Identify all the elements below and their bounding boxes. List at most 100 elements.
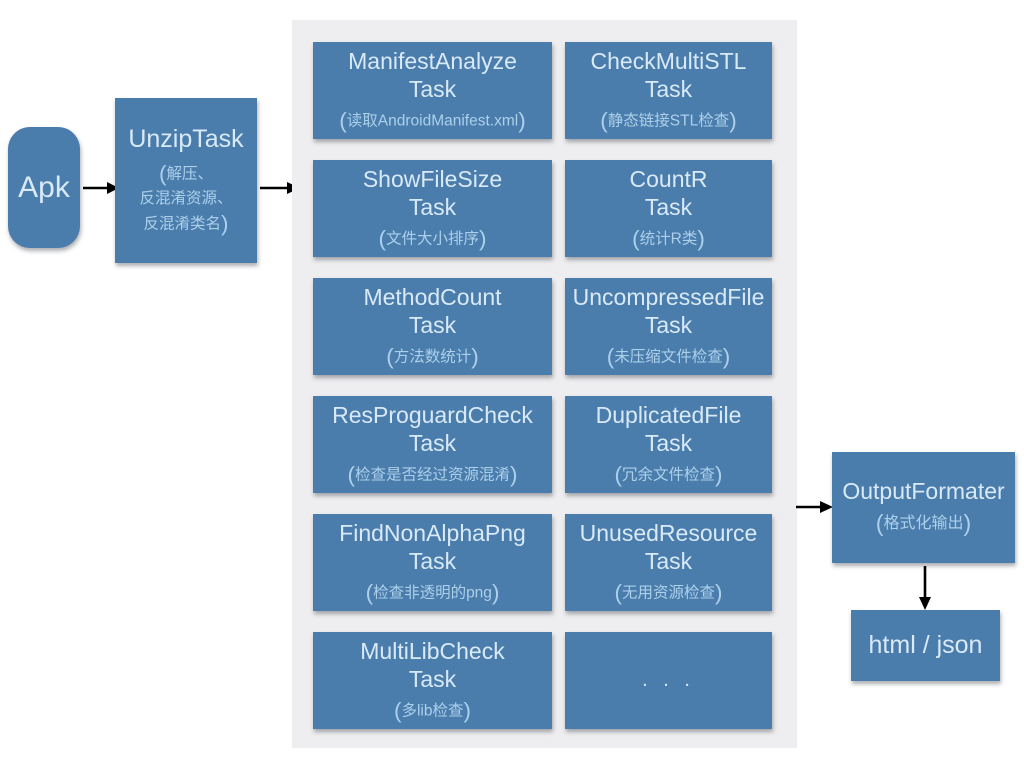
close-paren: ) bbox=[491, 580, 500, 605]
apk-node: Apk bbox=[8, 127, 80, 248]
task-subtitle: (检查非透明的png) bbox=[366, 580, 500, 606]
task-box-multilibcheck: MultiLibCheck Task (多lib检查) bbox=[313, 632, 552, 729]
task-word: Task bbox=[408, 666, 457, 692]
close-paren: ) bbox=[715, 462, 723, 487]
close-paren: ) bbox=[463, 698, 471, 723]
task-word: Task bbox=[644, 430, 693, 456]
open-paren: ( bbox=[600, 108, 608, 133]
output-formater-subtitle-text: 格式化输出 bbox=[883, 515, 964, 533]
arrow-apk-to-unzip-icon bbox=[83, 182, 119, 194]
open-paren: ( bbox=[394, 698, 402, 723]
open-paren: ( bbox=[614, 462, 622, 487]
task-subtitle: (检查是否经过资源混淆) bbox=[348, 462, 518, 488]
ellipsis-dots: . . . bbox=[642, 669, 695, 691]
task-subtitle: (无用资源检查) bbox=[615, 580, 723, 606]
open-paren: ( bbox=[632, 226, 640, 251]
task-subtitle: (未压缩文件检查) bbox=[607, 344, 730, 370]
task-subtitle-text: 冗余文件检查 bbox=[621, 466, 715, 484]
task-word: Task bbox=[644, 312, 693, 338]
close-paren: ) bbox=[221, 211, 229, 236]
result-node: html / json bbox=[851, 610, 1000, 681]
open-paren: ( bbox=[365, 580, 374, 605]
close-paren: ) bbox=[715, 580, 723, 605]
task-name: ResProguardCheck bbox=[332, 402, 533, 428]
task-subtitle-text: 检查非透明的png bbox=[373, 584, 492, 602]
task-name: CountR bbox=[629, 166, 708, 192]
task-subtitle: (方法数统计) bbox=[386, 344, 478, 370]
task-word: Task bbox=[408, 430, 457, 456]
task-subtitle-text: 检查是否经过资源混淆 bbox=[354, 466, 510, 484]
task-box-unusedresource: UnusedResource Task (无用资源检查) bbox=[565, 514, 772, 611]
task-box-manifestanalyze: ManifestAnalyze Task (读取AndroidManifest.… bbox=[313, 42, 552, 139]
close-paren: ) bbox=[963, 509, 972, 536]
task-name: DuplicatedFile bbox=[595, 402, 742, 428]
task-box-showfilesize: ShowFileSize Task (文件大小排序) bbox=[313, 160, 552, 257]
open-paren: ( bbox=[159, 160, 167, 186]
task-subtitle: (冗余文件检查) bbox=[615, 462, 723, 488]
unzip-sub-text-1: 解压、 bbox=[166, 165, 213, 182]
close-paren: ) bbox=[471, 344, 479, 369]
task-name: ManifestAnalyze bbox=[348, 48, 517, 74]
arrow-panel-to-output-icon bbox=[796, 501, 833, 513]
task-panel: ManifestAnalyze Task (读取AndroidManifest.… bbox=[292, 20, 797, 748]
task-word: Task bbox=[408, 76, 457, 102]
task-subtitle: (统计R类) bbox=[632, 226, 705, 252]
open-paren: ( bbox=[875, 509, 884, 536]
task-name: MethodCount bbox=[363, 284, 502, 310]
task-subtitle: (读取AndroidManifest.xml) bbox=[339, 108, 525, 134]
task-name: MultiLibCheck bbox=[360, 638, 505, 664]
unzip-sub-line-3: 反混淆类名) bbox=[144, 211, 229, 236]
close-paren: ) bbox=[697, 226, 705, 251]
task-subtitle-text: 统计R类 bbox=[639, 230, 698, 248]
task-box-resproguardcheck: ResProguardCheck Task (检查是否经过资源混淆) bbox=[313, 396, 552, 493]
close-paren: ) bbox=[518, 108, 526, 133]
close-paren: ) bbox=[729, 108, 737, 133]
unzip-sub-text-3: 反混淆类名 bbox=[143, 215, 222, 233]
task-word: Task bbox=[408, 548, 457, 574]
unzip-task-node: UnzipTask (解压、 反混淆资源、 反混淆类名) bbox=[115, 98, 257, 263]
output-formater-node: OutputFormater (格式化输出) bbox=[832, 452, 1015, 563]
task-subtitle-text: 文件大小排序 bbox=[385, 230, 479, 248]
result-label: html / json bbox=[868, 631, 983, 659]
output-formater-title: OutputFormater bbox=[842, 478, 1005, 505]
task-word: Task bbox=[644, 76, 693, 102]
unzip-sub-text-2: 反混淆资源、 bbox=[139, 190, 233, 207]
task-subtitle-text: 读取AndroidManifest.xml bbox=[346, 112, 519, 130]
open-paren: ( bbox=[606, 344, 615, 369]
task-subtitle-text: 方法数统计 bbox=[393, 348, 472, 366]
open-paren: ( bbox=[347, 462, 355, 487]
task-word: Task bbox=[408, 312, 457, 338]
task-subtitle-text: 静态链接STL检查 bbox=[607, 112, 730, 130]
task-subtitle: (多lib检查) bbox=[394, 698, 471, 724]
task-box-uncompressedfile: UncompressedFile Task (未压缩文件检查) bbox=[565, 278, 772, 375]
open-paren: ( bbox=[386, 344, 394, 369]
task-name: CheckMultiSTL bbox=[590, 48, 747, 74]
task-box-countr: CountR Task (统计R类) bbox=[565, 160, 772, 257]
unzip-task-title: UnzipTask bbox=[128, 124, 244, 153]
task-subtitle-text: 无用资源检查 bbox=[621, 584, 715, 602]
unzip-sub-line-2: 反混淆资源、 bbox=[139, 186, 232, 211]
task-subtitle: (文件大小排序) bbox=[379, 226, 487, 252]
close-paren: ) bbox=[722, 344, 731, 369]
task-name: UncompressedFile bbox=[572, 284, 765, 310]
task-box-ellipsis: . . . bbox=[565, 632, 772, 729]
task-subtitle-text: 多lib检查 bbox=[401, 702, 464, 720]
task-name: ShowFileSize bbox=[362, 166, 503, 192]
task-box-duplicatedfile: DuplicatedFile Task (冗余文件检查) bbox=[565, 396, 772, 493]
task-name: FindNonAlphaPng bbox=[339, 520, 526, 546]
task-box-findnonalphapng: FindNonAlphaPng Task (检查非透明的png) bbox=[313, 514, 552, 611]
open-paren: ( bbox=[378, 226, 386, 251]
task-box-methodcount: MethodCount Task (方法数统计) bbox=[313, 278, 552, 375]
arrow-output-to-result-icon bbox=[919, 566, 931, 610]
task-subtitle-text: 未压缩文件检查 bbox=[614, 348, 723, 366]
task-word: Task bbox=[644, 548, 693, 574]
apk-label: Apk bbox=[18, 170, 70, 204]
task-word: Task bbox=[644, 194, 693, 220]
task-word: Task bbox=[408, 194, 457, 220]
task-box-checkmultistl: CheckMultiSTL Task (静态链接STL检查) bbox=[565, 42, 772, 139]
output-formater-subtitle: (格式化输出) bbox=[876, 509, 971, 537]
close-paren: ) bbox=[479, 226, 487, 251]
close-paren: ) bbox=[510, 462, 518, 487]
task-name: UnusedResource bbox=[579, 520, 758, 546]
unzip-sub-line-1: (解压、 bbox=[159, 161, 213, 186]
